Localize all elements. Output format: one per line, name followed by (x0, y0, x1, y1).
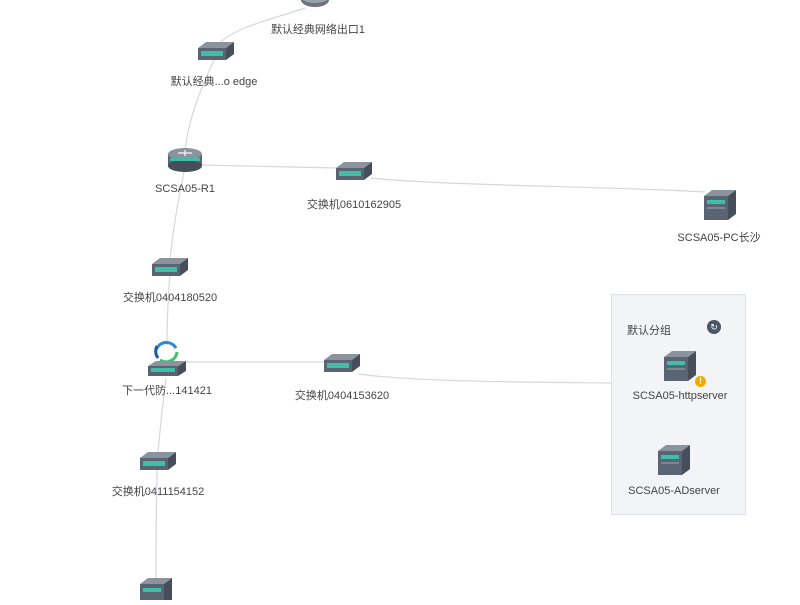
switch-icon (152, 258, 188, 276)
link-ngfw-sw0411 (157, 377, 167, 453)
server-icon (704, 190, 736, 220)
node-sw0404b-label: 交换机0404153620 (294, 390, 390, 402)
link-edge-r1 (184, 57, 216, 153)
node-edge-label: 默认经典...o edge (170, 76, 258, 88)
node-http[interactable] (662, 349, 696, 388)
switch-icon (324, 354, 360, 372)
link-sw0610-pc (369, 177, 706, 193)
switch-icon (336, 162, 372, 180)
node-ngfw-label: 下一代防...141421 (122, 385, 212, 397)
server-icon (664, 351, 696, 381)
link-sw0411-bottom (155, 469, 158, 581)
switch-icon (198, 42, 234, 60)
device-group[interactable]: 默认分组 ↻ (611, 294, 746, 515)
node-ngfw[interactable] (146, 340, 188, 383)
node-sw0404a-label: 交换机0404180520 (122, 292, 218, 304)
link-sw0404a-ngfw (166, 271, 171, 346)
warning-icon[interactable]: ! (695, 376, 706, 387)
node-pc[interactable] (702, 188, 736, 227)
node-sw0411-label: 交换机0411154152 (111, 486, 205, 498)
firewall-icon (148, 341, 186, 376)
group-title: 默认分组 (627, 325, 671, 337)
node-bottom[interactable] (138, 576, 174, 605)
gateway-icon (301, 0, 329, 7)
node-r1-label: SCSA05-R1 (155, 183, 215, 195)
server-icon (140, 578, 172, 600)
group-toggle-icon[interactable]: ↻ (707, 320, 721, 334)
node-ad[interactable] (656, 443, 690, 482)
node-sw0610[interactable] (334, 160, 374, 187)
link-sw0404b-group (357, 373, 613, 384)
switch-icon (140, 452, 176, 470)
node-sw0404a[interactable] (150, 256, 190, 283)
server-icon (658, 445, 690, 475)
node-sw0404b[interactable] (322, 352, 362, 379)
node-wan-exit-label: 默认经典网络出口1 (270, 24, 366, 36)
node-r1[interactable] (167, 145, 203, 178)
link-r1-sw0610 (199, 164, 339, 169)
node-sw0610-label: 交换机0610162905 (306, 199, 402, 211)
node-ad-label: SCSA05-ADserver (628, 485, 720, 497)
node-sw0411[interactable] (138, 450, 178, 477)
node-pc-label: SCSA05-PC长沙 (677, 232, 761, 244)
node-edge[interactable] (196, 40, 236, 67)
node-wan-exit[interactable] (300, 0, 330, 13)
router-icon (168, 148, 202, 172)
link-r1-sw0404a (169, 171, 185, 261)
node-http-label: SCSA05-httpserver (632, 390, 728, 402)
